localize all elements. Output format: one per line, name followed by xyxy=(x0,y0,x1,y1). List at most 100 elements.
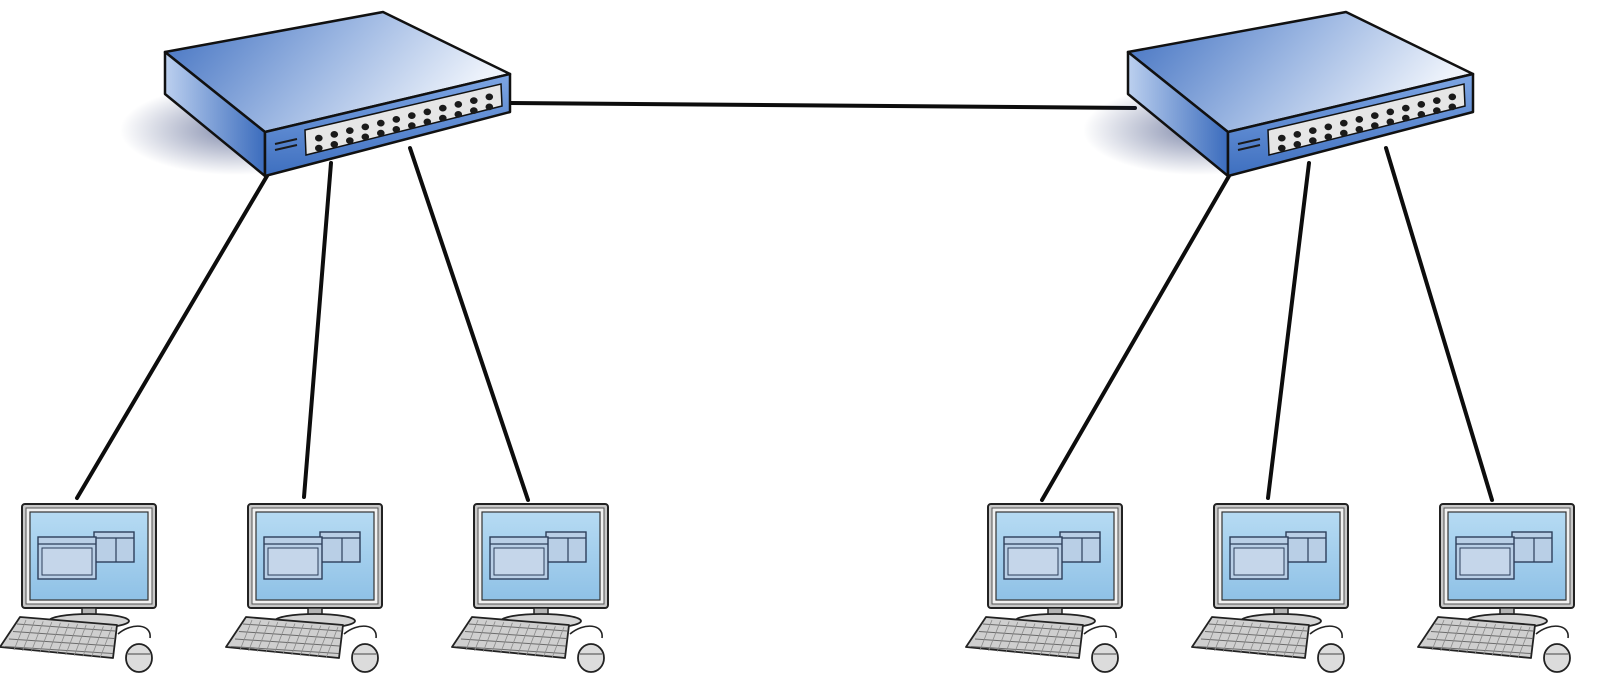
keyboard-key-column xyxy=(256,621,270,652)
keyboard-key-column xyxy=(1214,620,1227,651)
keyboard-key-row xyxy=(1208,623,1308,632)
keyboard-key-column xyxy=(13,619,27,651)
keyboard-key-column xyxy=(1431,619,1445,651)
keyboard-key-column xyxy=(1248,623,1262,655)
keyboard-key-column xyxy=(1022,623,1036,655)
mouse-cord xyxy=(117,625,151,639)
keyboard-icon xyxy=(225,616,344,659)
keyboard-key-column xyxy=(325,626,339,659)
keyboard-key-column xyxy=(1014,622,1027,654)
port-icon xyxy=(330,131,339,138)
keyboard-key-column xyxy=(551,626,565,659)
window-content xyxy=(41,547,93,576)
pc-2 xyxy=(225,503,383,673)
keyboard-key-column xyxy=(1048,625,1062,657)
keyboard-key-column xyxy=(979,619,993,651)
port-icon xyxy=(315,134,323,142)
mouse-cord xyxy=(1535,625,1569,639)
keyboard-key-column xyxy=(996,621,1010,652)
keyboard-key-column xyxy=(1031,624,1044,655)
mouse-body xyxy=(1317,643,1345,673)
port-icon xyxy=(485,103,494,111)
window-icon xyxy=(545,531,587,563)
keyboard-key-column xyxy=(265,621,279,653)
port-icon xyxy=(346,127,354,134)
keyboard-key-column xyxy=(1205,619,1219,651)
cable-switch-1-to-pc-2 xyxy=(302,161,333,499)
port-icon xyxy=(439,114,447,122)
keyboard-key-column xyxy=(39,621,53,653)
port-icon xyxy=(1433,107,1441,114)
keyboard-key-column xyxy=(48,622,61,654)
keyboard-key-column xyxy=(1466,622,1479,654)
mouse-icon xyxy=(1091,643,1119,673)
keyboard-key-column xyxy=(465,619,479,651)
port-icon xyxy=(485,93,494,101)
mouse-icon xyxy=(577,643,605,673)
mouse-cord xyxy=(1309,625,1343,639)
window-icon xyxy=(319,531,361,563)
port-icon xyxy=(1309,127,1317,134)
keyboard-key-column xyxy=(482,621,496,652)
port-panel xyxy=(1267,83,1466,156)
keyboard-key-column xyxy=(239,619,253,651)
window-icon xyxy=(1059,531,1101,563)
port-icon xyxy=(454,101,463,108)
window-content xyxy=(1233,547,1285,576)
mouse-icon xyxy=(1317,643,1345,673)
keyboard-key-column xyxy=(517,624,530,655)
keyboard-key-column xyxy=(1500,625,1514,657)
keyboard-key-column xyxy=(22,620,35,651)
window-icon xyxy=(1285,531,1327,563)
port-icon xyxy=(1340,129,1348,137)
port-icon xyxy=(1402,114,1410,122)
port-icon xyxy=(1278,134,1286,142)
keyboard-key-column xyxy=(1509,626,1522,658)
keyboard-icon xyxy=(0,616,118,659)
port-icon xyxy=(1355,126,1364,133)
keyboard-key-column xyxy=(99,626,113,659)
port-icon xyxy=(1324,123,1333,131)
network-switch-icon xyxy=(120,10,512,178)
cable-switch-1-to-pc-3 xyxy=(408,146,530,502)
port-icon xyxy=(1371,122,1379,129)
port-icon xyxy=(1293,131,1302,138)
keyboard-key-column xyxy=(474,620,487,651)
mouse-icon xyxy=(351,643,379,673)
port-icon xyxy=(392,126,401,133)
keyboard-key-row xyxy=(982,623,1082,632)
desktop-computer-icon xyxy=(1417,503,1575,673)
links-layer xyxy=(75,101,1494,502)
keyboard-key-column xyxy=(988,620,1001,651)
keyboard-key-column xyxy=(1457,621,1471,653)
port-icon xyxy=(392,116,401,123)
mouse-body xyxy=(125,643,153,673)
keyboard-key-column xyxy=(82,625,96,657)
window-content xyxy=(1459,547,1511,576)
mouse-body xyxy=(1091,643,1119,673)
mouse-body xyxy=(351,643,379,673)
keyboard-key-column xyxy=(1222,621,1236,652)
keyboard-key-column xyxy=(248,620,261,651)
port-icon xyxy=(1340,119,1348,127)
port-icon xyxy=(361,123,370,131)
network-switch-icon xyxy=(1083,10,1475,178)
cable-switch-2-to-pc-4 xyxy=(1040,174,1231,502)
pc-3 xyxy=(451,503,609,673)
keyboard-key-column xyxy=(525,624,539,656)
keyboard-key-column xyxy=(1491,624,1505,656)
keyboard-key-column xyxy=(508,623,522,655)
keyboard-key-row xyxy=(1434,623,1534,632)
desktop-computer-icon xyxy=(1191,503,1349,673)
port-icon xyxy=(377,129,385,137)
keyboard-key-column xyxy=(274,622,287,654)
keyboard-icon xyxy=(1417,616,1536,659)
keyboard-key-column xyxy=(73,624,87,656)
window-content xyxy=(1007,547,1059,576)
port-icon xyxy=(1355,116,1364,123)
status-indicator xyxy=(1237,138,1261,145)
keyboard-key-row xyxy=(242,623,342,632)
mouse-body xyxy=(1543,643,1571,673)
port-icon xyxy=(1309,137,1317,144)
